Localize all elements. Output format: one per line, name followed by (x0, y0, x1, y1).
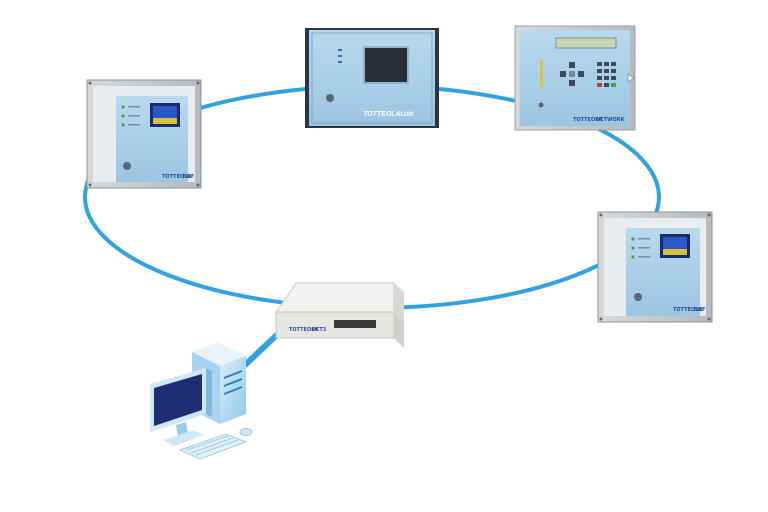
node-2-brand: TOTTEOLA (363, 111, 401, 118)
key-lock-icon (326, 94, 334, 102)
network-gateway-box[interactable]: TOTTEOLA PCT3 (275, 282, 404, 348)
control-panel-right[interactable]: TOTTEOLA TWF (597, 211, 713, 323)
node-3-model: NETWORK (596, 117, 626, 123)
desktop-computer-icon[interactable] (150, 287, 253, 460)
node-3-brand: TOTTEOLA (573, 117, 602, 123)
monitor-screen (154, 374, 202, 426)
lcd-display (555, 37, 617, 49)
direction-pad-icon (560, 62, 584, 86)
node-2-model: 1200 (400, 112, 414, 118)
node-5-brand: TOTTEOLA (289, 327, 318, 333)
node-1-brand: TOTTEOLA (162, 174, 191, 180)
key-lock-icon (123, 162, 131, 170)
node-4-model: TWF (693, 307, 705, 313)
gateway-display (334, 320, 376, 328)
node-1-model: TWF (182, 174, 194, 180)
mouse-icon (239, 428, 253, 436)
node-5-model: PCT3 (312, 327, 327, 333)
key-lock-icon (538, 102, 544, 108)
control-panel-left[interactable]: TOTTEOLA TWF (86, 79, 202, 189)
key-lock-icon (634, 293, 642, 301)
keypad-panel-top-right[interactable]: TOTTEOLA NETWORK (514, 25, 636, 131)
node-4-brand: TOTTEOLA (673, 307, 702, 313)
touch-panel-top[interactable]: TOTTEOLA 1200 (305, 28, 439, 128)
numeric-keypad-icon (597, 62, 616, 87)
keyboard-icon (178, 433, 248, 460)
touch-screen (363, 46, 409, 84)
